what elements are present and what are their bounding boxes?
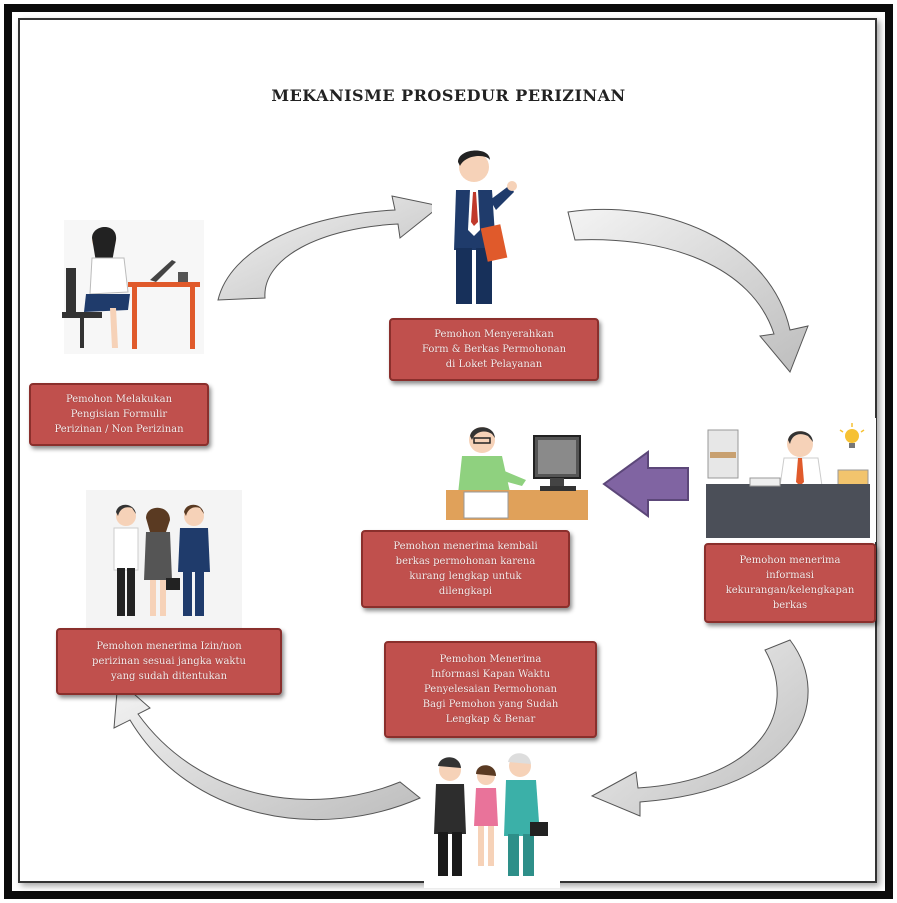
cycle-arrow-top-right [567,208,809,373]
diagram-title: MEKANISME PROSEDUR PERIZINAN [271,86,626,105]
step-completion-time-info: Pemohon Menerima Informasi Kapan Waktu P… [384,641,597,738]
step-fill-form: Pemohon Melakukan Pengisian Formulir Per… [29,383,209,446]
cycle-arrow-top-left [217,195,442,301]
businessman-icon [432,140,532,310]
step-receive-deficiency-info: Pemohon menerima informasi kekurangan/ke… [704,543,876,623]
step-receive-permit: Pemohon menerima Izin/non perizinan sesu… [56,628,282,695]
outer-border [4,4,893,899]
cycle-arrow-bottom-right [590,639,809,817]
cycle-arrow-bottom-left [113,678,421,821]
business-group-icon [86,490,242,628]
meeting-people-icon [424,748,560,888]
officer-desk-icon [704,418,876,542]
step-return-documents: Pemohon menerima kembali berkas permohon… [361,530,570,608]
step-submit-form: Pemohon Menyerahkan Form & Berkas Permoh… [389,318,599,381]
clerk-computer-icon [446,420,588,522]
woman-at-desk-icon [62,220,204,354]
return-arrow [602,450,689,518]
